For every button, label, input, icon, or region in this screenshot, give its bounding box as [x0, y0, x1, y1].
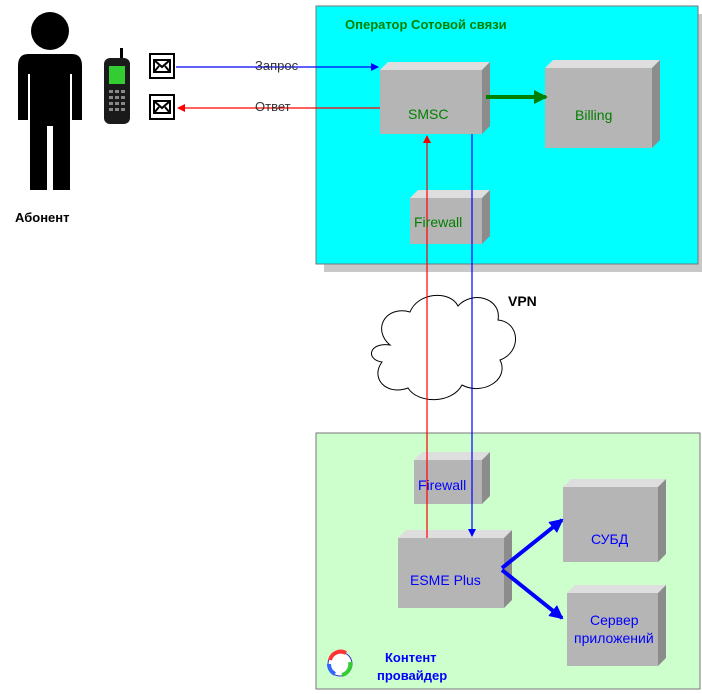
esme-appserver-arrow [500, 568, 564, 620]
provider-firewall-label: Firewall [418, 477, 467, 493]
billing-box [545, 60, 660, 148]
app-server-box [567, 585, 666, 666]
mobile-phone-icon [104, 48, 130, 124]
subscriber-label: Абонент [15, 210, 70, 225]
request-envelope-icon [149, 53, 175, 79]
operator-title: Оператор Сотовой связи [345, 17, 507, 32]
content-provider-logo-icon [327, 649, 353, 677]
provider-firewall-box [414, 452, 490, 504]
request-label: Запрос [255, 58, 299, 73]
response-envelope-icon [149, 94, 175, 120]
esme-plus-box [398, 530, 512, 608]
response-label: Ответ [255, 99, 291, 114]
esme-dbms-arrow [500, 518, 564, 570]
vpn-label: VPN [508, 293, 537, 309]
app-server-label-line1: Сервер [590, 612, 639, 628]
dbms-box [563, 479, 666, 562]
esme-plus-label: ESME Plus [410, 572, 481, 588]
app-server-label-line2: приложений [574, 630, 654, 646]
billing-label: Billing [575, 107, 613, 123]
dbms-label: СУБД [591, 531, 629, 547]
operator-firewall-box [410, 190, 490, 244]
smsc-label: SMSC [408, 106, 449, 122]
provider-title-line1: Контент [385, 650, 437, 665]
provider-title-line2: провайдер [377, 668, 448, 683]
subscriber-person-icon [18, 12, 82, 190]
smsc-box [380, 62, 490, 134]
vpn-cloud-icon [371, 294, 516, 401]
operator-firewall-label: Firewall [414, 214, 463, 230]
